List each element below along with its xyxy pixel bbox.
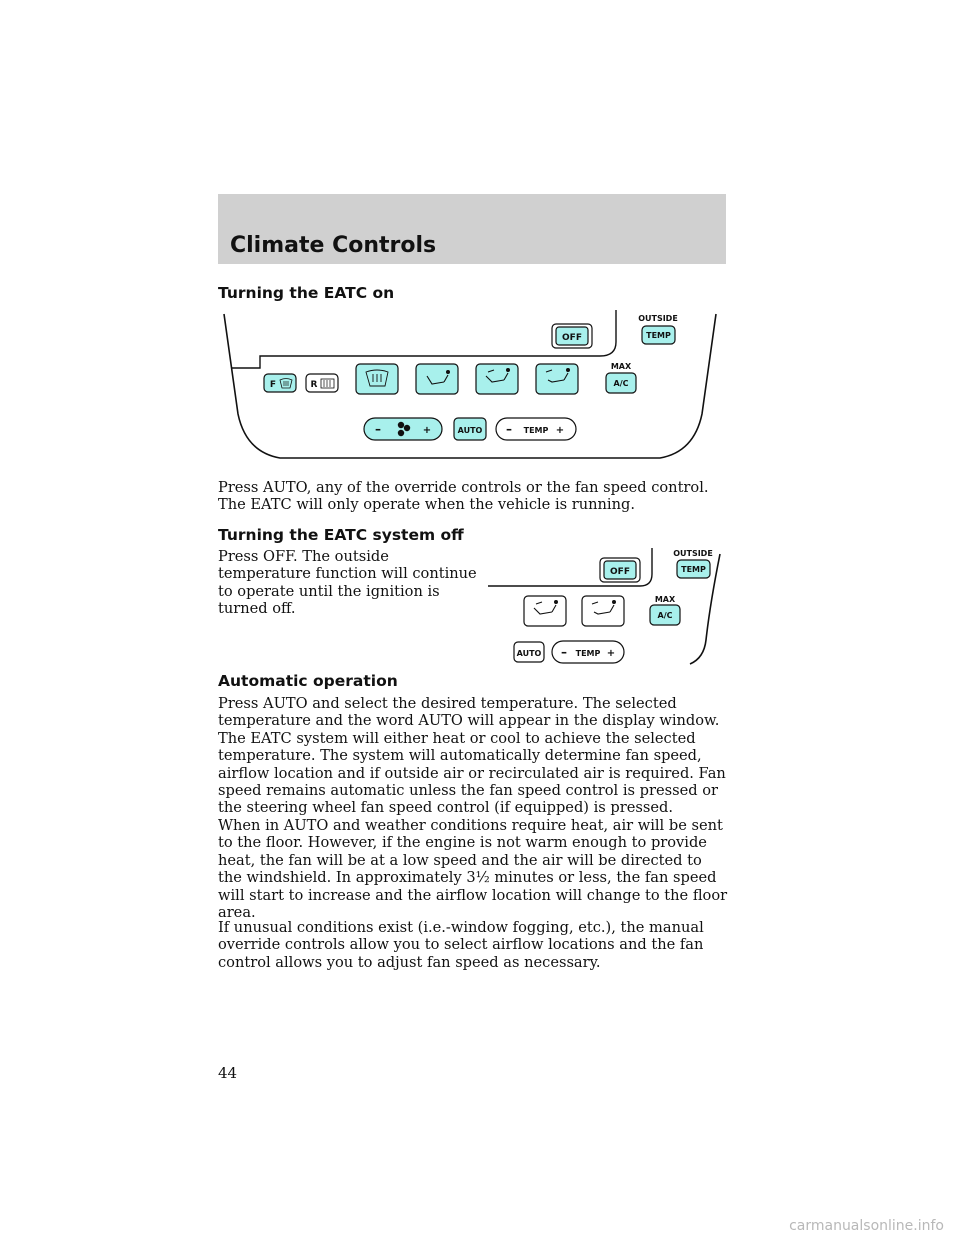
- off-label: OFF: [562, 333, 582, 343]
- defrost-airflow-icon: [365, 369, 389, 387]
- panel-floor-mode-button[interactable]: [581, 595, 625, 627]
- rear-defrost-button[interactable]: R: [305, 373, 339, 393]
- fan-icon: [397, 421, 411, 437]
- panel-floor-airflow-icon: [545, 368, 570, 383]
- off-button[interactable]: OFF: [599, 557, 641, 583]
- eatc-panel-partial-figure: OFF OUTSIDE TEMP MAX A/C: [484, 544, 726, 668]
- auto-label: AUTO: [458, 426, 483, 435]
- heading-eatc-on: Turning the EATC on: [218, 284, 395, 302]
- paragraph-automatic-3: If unusual conditions exist (i.e.-window…: [218, 919, 704, 971]
- windshield-defrost-icon: [279, 378, 293, 389]
- outside-temp-button[interactable]: TEMP: [676, 559, 711, 579]
- rear-defrost-label: R: [311, 380, 318, 390]
- ac-label: A/C: [658, 611, 673, 620]
- outside-temp-label: TEMP: [681, 565, 706, 574]
- fan-speed-control[interactable]: – +: [363, 417, 443, 441]
- outside-label: OUTSIDE: [673, 549, 713, 558]
- outside-temp-button[interactable]: TEMP: [641, 325, 676, 345]
- panel-floor-mode-button[interactable]: [535, 363, 579, 395]
- front-defrost-button[interactable]: F: [263, 373, 297, 393]
- rear-window-defrost-icon: [320, 378, 335, 389]
- heading-automatic-operation: Automatic operation: [218, 672, 398, 690]
- temp-plus-label: +: [607, 648, 615, 659]
- defrost-mode-button[interactable]: [355, 363, 399, 395]
- temperature-control[interactable]: – TEMP +: [551, 640, 625, 664]
- floor-mode-button[interactable]: [475, 363, 519, 395]
- floor-airflow-icon: [485, 368, 510, 383]
- max-label: MAX: [611, 362, 632, 371]
- auto-button[interactable]: AUTO: [453, 417, 487, 441]
- outside-temp-label: TEMP: [646, 331, 671, 340]
- page-number: 44: [218, 1064, 238, 1082]
- header-band: Climate Controls: [218, 194, 726, 264]
- watermark: carmanualsonline.info: [789, 1218, 944, 1234]
- off-button[interactable]: OFF: [551, 323, 593, 349]
- off-label: OFF: [610, 567, 630, 577]
- fan-minus-label: –: [375, 422, 381, 436]
- panel-floor-airflow-icon: [591, 600, 616, 615]
- max-label: MAX: [655, 595, 676, 604]
- fan-plus-label: +: [423, 425, 431, 436]
- paragraph-automatic-1: Press AUTO and select the desired temper…: [218, 695, 726, 817]
- auto-button[interactable]: AUTO: [513, 641, 545, 663]
- temperature-control[interactable]: – TEMP +: [495, 417, 577, 441]
- eatc-panel-full-figure: OFF OUTSIDE TEMP MAX A/C F R: [220, 306, 726, 468]
- auto-label: AUTO: [517, 649, 542, 658]
- section-title: Climate Controls: [230, 233, 437, 258]
- temp-control-label: TEMP: [576, 649, 601, 658]
- temp-plus-label: +: [556, 425, 564, 436]
- floor-airflow-icon: [533, 600, 558, 615]
- max-ac-button[interactable]: A/C: [605, 372, 637, 394]
- floor-mode-button[interactable]: [523, 595, 567, 627]
- front-defrost-label: F: [270, 380, 276, 390]
- paragraph-eatc-on: Press AUTO, any of the override controls…: [218, 479, 709, 514]
- heading-eatc-off: Turning the EATC system off: [218, 526, 464, 544]
- floor-defrost-airflow-icon: [426, 370, 450, 385]
- temp-control-label: TEMP: [524, 426, 549, 435]
- paragraph-automatic-2: When in AUTO and weather conditions requ…: [218, 817, 728, 922]
- max-ac-button[interactable]: A/C: [649, 604, 681, 626]
- temp-minus-label: –: [506, 422, 512, 436]
- floor-defrost-mode-button[interactable]: [415, 363, 459, 395]
- ac-label: A/C: [614, 379, 629, 388]
- paragraph-eatc-off: Press OFF. The outside temperature funct…: [218, 548, 477, 618]
- temp-minus-label: –: [561, 645, 567, 659]
- outside-label: OUTSIDE: [638, 314, 678, 323]
